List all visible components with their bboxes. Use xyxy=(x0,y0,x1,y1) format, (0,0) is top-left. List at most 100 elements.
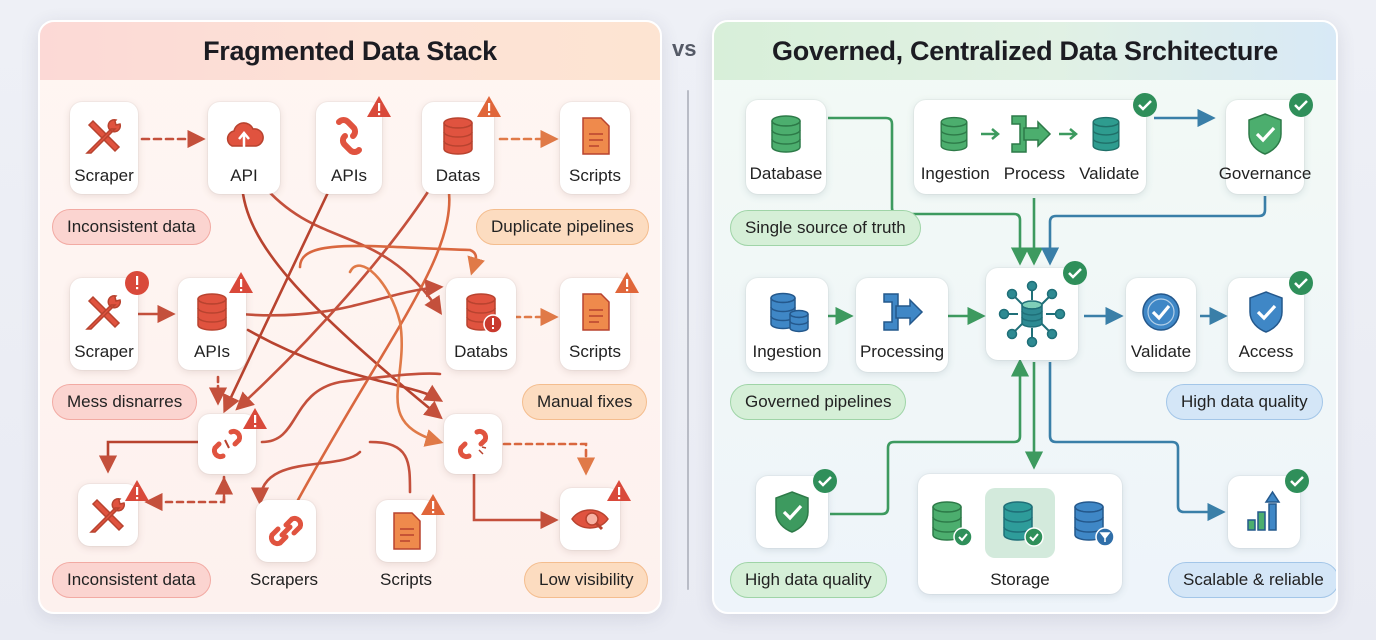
benefit-pill: Scalable & reliable xyxy=(1168,562,1336,598)
warning-icon xyxy=(421,494,445,515)
arrow-right-icon xyxy=(1059,128,1078,140)
node-pipeline-group[interactable]: Ingestion Process Validate xyxy=(914,100,1146,194)
node-validate[interactable]: Validate xyxy=(1126,278,1196,372)
broken-link-icon xyxy=(336,117,362,155)
node-database[interactable]: Database xyxy=(746,100,826,194)
node-label: APIs xyxy=(194,342,230,361)
issue-pill: Inconsistent data xyxy=(52,209,211,245)
database-icon xyxy=(1092,116,1120,152)
link-icon xyxy=(268,515,304,547)
document-icon xyxy=(393,512,421,550)
node-ingestion[interactable]: Ingestion xyxy=(746,278,828,372)
node-storage[interactable]: Storage xyxy=(918,474,1122,594)
database-icon xyxy=(443,117,473,155)
shield-check-icon xyxy=(775,491,809,533)
pipeline-label-validate: Validate xyxy=(1079,164,1140,183)
node-scripts[interactable]: Scripts xyxy=(560,102,630,194)
node-label: API xyxy=(230,166,258,185)
database-icon xyxy=(940,116,968,152)
check-circle-icon xyxy=(1142,293,1180,331)
fragmented-panel: Fragmented Data Stack xyxy=(38,20,662,614)
pipeline-label-ingestion: Ingestion xyxy=(920,164,990,183)
tools-icon xyxy=(85,119,121,154)
issue-pill: Manual fixes xyxy=(522,384,648,420)
storage-selected-tile[interactable] xyxy=(985,488,1055,558)
node-label: Databs xyxy=(454,342,508,361)
node-label: Scripts xyxy=(569,166,621,185)
node-label: Ingestion xyxy=(752,342,822,361)
hidden-eye-icon xyxy=(571,509,609,531)
node-label: Scripts xyxy=(380,570,432,589)
node-label: Scraper xyxy=(74,166,134,185)
node-broken-link-b[interactable] xyxy=(444,414,502,474)
edge xyxy=(348,264,444,447)
arrow-right-icon xyxy=(981,128,1000,140)
vs-label: vs xyxy=(672,36,697,61)
database-icon xyxy=(197,293,227,331)
issue-pill: Inconsistent data xyxy=(52,562,211,598)
node-label: Database xyxy=(749,164,823,183)
warning-icon xyxy=(607,480,631,501)
document-icon xyxy=(582,293,610,331)
node-label: Processing xyxy=(859,342,945,361)
edge xyxy=(260,372,442,444)
node-scrapers[interactable] xyxy=(256,500,316,562)
check-badge-icon xyxy=(1285,469,1309,493)
tools-icon xyxy=(89,498,125,533)
node-scalable[interactable] xyxy=(1228,476,1300,548)
edge xyxy=(144,475,226,512)
node-access[interactable]: Access xyxy=(1228,278,1304,372)
benefit-pill: High data quality xyxy=(730,562,887,598)
edge xyxy=(472,468,559,530)
node-label: Scrapers xyxy=(250,570,319,589)
warning-icon xyxy=(477,96,501,117)
warning-icon xyxy=(615,272,639,293)
edge xyxy=(240,182,443,420)
shield-check-icon xyxy=(1248,113,1282,155)
node-label: Validate xyxy=(1130,342,1192,361)
node-central-hub[interactable] xyxy=(986,268,1078,360)
node-scraper-2[interactable]: Scraper xyxy=(70,278,138,370)
database-icon xyxy=(771,115,801,153)
edge xyxy=(260,182,443,316)
central-hub-icon xyxy=(998,280,1066,348)
broken-link-icon xyxy=(211,428,243,460)
node-scripts-2[interactable]: Scripts xyxy=(560,278,630,370)
edge xyxy=(298,244,485,276)
check-badge-icon xyxy=(1063,261,1087,285)
node-datas[interactable]: Datas xyxy=(422,102,494,194)
node-api[interactable]: API xyxy=(208,102,280,194)
node-label: Access xyxy=(1238,342,1294,361)
database-filter-icon xyxy=(1074,501,1115,547)
benefit-pill: Single source of truth xyxy=(730,210,921,246)
edge xyxy=(238,279,444,317)
error-icon xyxy=(125,271,149,295)
edge xyxy=(1040,196,1267,266)
node-governance[interactable]: Governance xyxy=(1219,100,1311,194)
edge xyxy=(502,442,596,476)
node-tools[interactable] xyxy=(78,484,138,546)
edge xyxy=(368,440,412,494)
bar-chart-up-icon xyxy=(1247,490,1281,531)
shield-check-icon xyxy=(1249,291,1283,333)
issue-pill: Mess disnarres xyxy=(52,384,198,420)
warning-icon xyxy=(243,408,267,429)
node-databs[interactable]: Databs xyxy=(446,278,516,370)
cloud-upload-icon xyxy=(226,122,264,148)
warning-icon xyxy=(125,480,149,501)
edge xyxy=(296,182,451,502)
check-badge-icon xyxy=(813,469,837,493)
warning-icon xyxy=(367,96,391,117)
node-processing[interactable]: Processing xyxy=(856,278,948,372)
node-label: Storage xyxy=(990,570,1050,589)
node-apis-2[interactable]: APIs xyxy=(178,278,246,370)
document-icon xyxy=(582,117,610,155)
edge xyxy=(246,328,444,402)
database-check-icon xyxy=(1003,501,1044,547)
node-label: Scraper xyxy=(74,342,134,361)
node-apis[interactable]: APIs xyxy=(316,102,382,194)
edge xyxy=(235,182,435,411)
node-scraper[interactable]: Scraper xyxy=(70,102,138,194)
tools-icon xyxy=(85,295,121,330)
warning-icon xyxy=(229,272,253,293)
